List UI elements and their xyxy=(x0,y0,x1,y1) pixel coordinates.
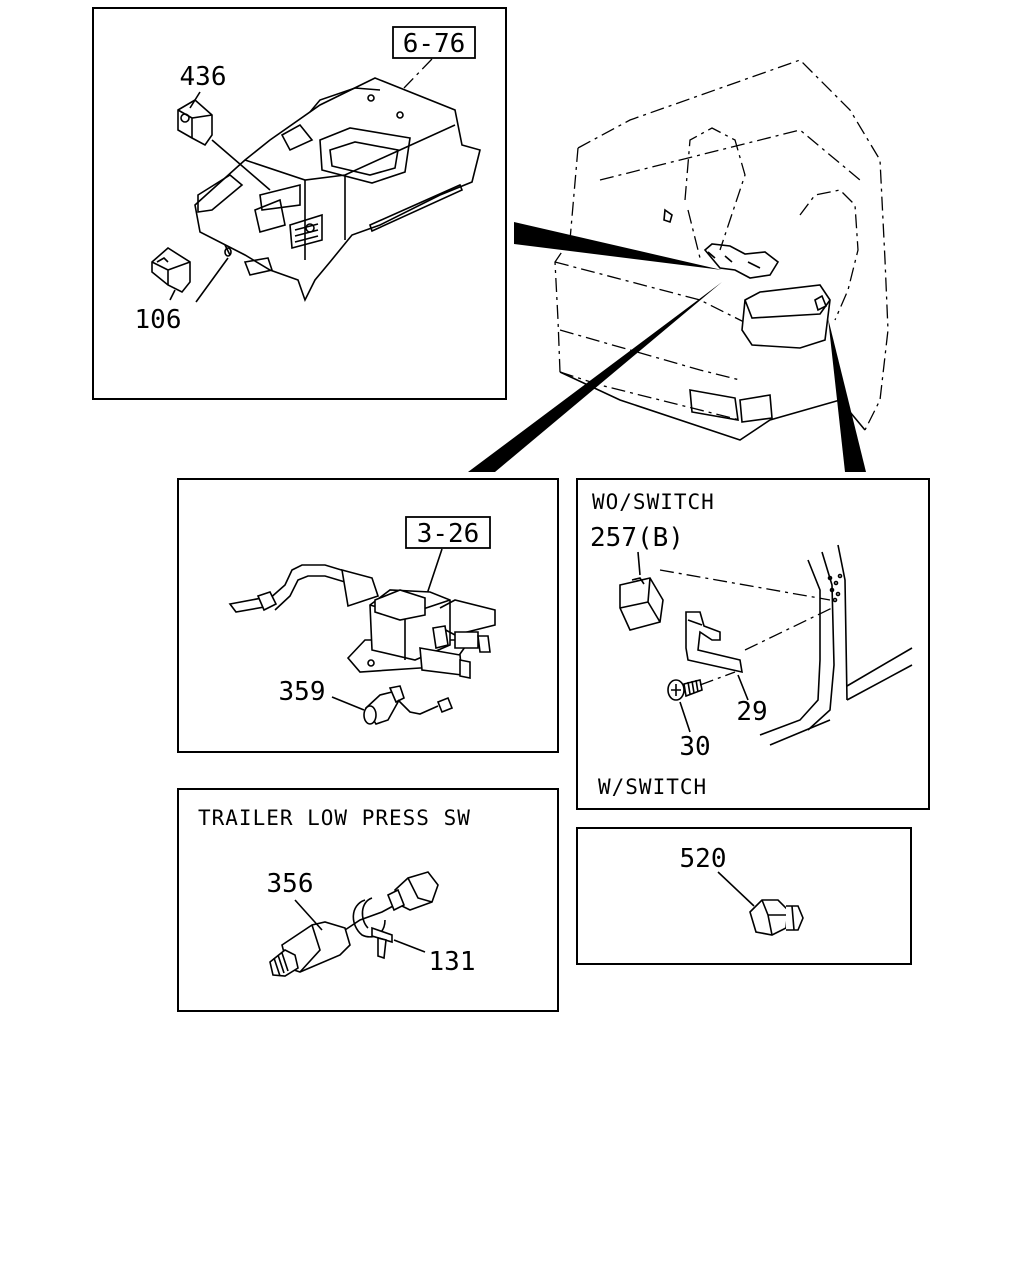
callout-29: 29 xyxy=(736,697,767,727)
part-520-plug: 520 xyxy=(680,844,804,936)
callout-520: 520 xyxy=(680,844,727,874)
panel-520: 520 xyxy=(576,827,912,965)
ref-label-3-26: 3-26 xyxy=(417,519,480,549)
part-356-switch: 356 xyxy=(267,869,439,977)
panel-switch: WO/SWITCH W/SWITCH 257(B) xyxy=(576,478,930,810)
part-131-clip: 131 xyxy=(352,897,476,977)
panel-trailer-sw: TRAILER LOW PRESS SW 356 131 xyxy=(177,788,559,1012)
valve-assembly xyxy=(228,564,496,679)
callout-106: 106 xyxy=(135,305,182,335)
callout-257b: 257(B) xyxy=(590,523,684,553)
caption-w-switch: W/SWITCH xyxy=(598,775,707,799)
part-436-relay: 436 xyxy=(177,62,271,191)
console-assembly xyxy=(194,77,481,303)
part-30-screw: 30 xyxy=(667,671,736,762)
callout-131: 131 xyxy=(429,947,476,977)
callout-436: 436 xyxy=(180,62,227,92)
pointer-wedges xyxy=(468,222,866,472)
ref-box-3-26 xyxy=(405,516,491,549)
panel-console: 6-76 436 xyxy=(92,7,507,400)
part-106-relay: 106 xyxy=(135,247,229,335)
callout-359: 359 xyxy=(279,677,326,707)
ref-label-6-76: 6-76 xyxy=(403,29,466,59)
caption-wo-switch: WO/SWITCH xyxy=(592,490,715,514)
ref-box-6-76 xyxy=(392,26,476,59)
part-29-bracket: 29 xyxy=(685,607,833,727)
callout-30: 30 xyxy=(679,732,710,762)
part-257b-cover: 257(B) xyxy=(590,523,831,631)
callout-356: 356 xyxy=(267,869,314,899)
part-359-switch: 359 xyxy=(279,677,454,725)
panel-valve: 3-26 xyxy=(177,478,559,753)
caption-trailer-low-press-sw: TRAILER LOW PRESS SW xyxy=(198,806,471,830)
door-frame xyxy=(759,544,913,746)
